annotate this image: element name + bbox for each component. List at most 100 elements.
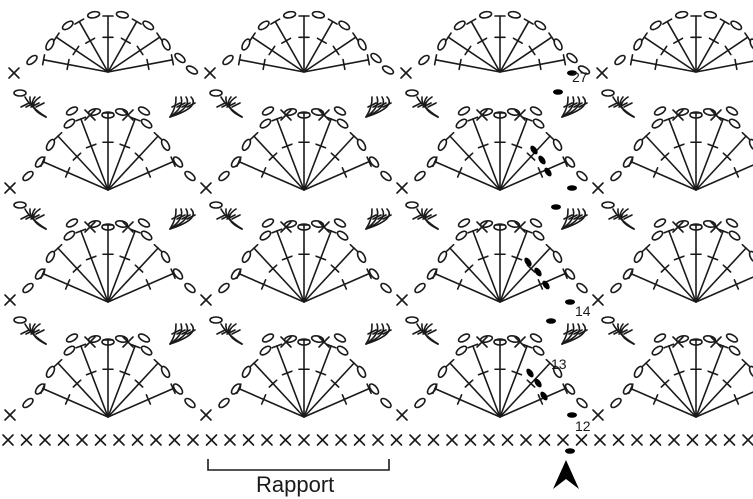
- chain-symbol: [529, 333, 543, 343]
- single-crochet-symbol: [335, 434, 347, 446]
- chain-symbol: [218, 282, 230, 294]
- stitch-bar: [526, 264, 536, 273]
- chain-symbol: [529, 218, 543, 228]
- stitch-bar: [526, 379, 536, 388]
- treble-crochet-symbol: [434, 387, 501, 418]
- treble-crochet-symbol: [499, 362, 551, 418]
- chain-symbol: [437, 250, 448, 264]
- stitch-bar: [341, 167, 348, 178]
- stitch-bar: [330, 152, 340, 161]
- stitch-cap: [628, 156, 634, 168]
- single-crochet-symbol: [594, 434, 606, 446]
- treble-crochet-symbol: [78, 20, 109, 73]
- stitch-bar: [456, 279, 463, 290]
- treble-crochet-symbol: [107, 135, 159, 191]
- stitch-bar: [464, 379, 474, 388]
- treble-crochet-symbol: [253, 362, 305, 418]
- stitch-bar: [64, 167, 71, 178]
- stitch-bar: [268, 264, 278, 273]
- stitch-bar: [652, 167, 659, 178]
- stitch-bar: [171, 329, 181, 335]
- stitch-cap: [562, 156, 568, 168]
- stitch-bar: [332, 45, 340, 56]
- chain-symbol: [257, 20, 270, 31]
- chain-symbol: [529, 106, 543, 116]
- single-crochet-symbol: [557, 434, 569, 446]
- stitch-bar: [464, 45, 472, 56]
- cluster-stitch-symbol: [365, 323, 391, 345]
- single-crochet-symbol: [483, 434, 495, 446]
- treble-crochet-symbol: [107, 387, 174, 418]
- chain-symbol: [261, 106, 275, 116]
- stitch-bar: [382, 214, 392, 220]
- chain-symbol: [633, 38, 643, 51]
- stitch-bar: [412, 214, 422, 220]
- chain-symbol: [13, 316, 27, 324]
- chain-markers: [524, 70, 577, 454]
- chain-symbol: [674, 10, 689, 19]
- single-crochet-symbol: [672, 221, 684, 233]
- stitch-bar: [119, 143, 131, 149]
- single-crochet-symbol: [4, 409, 16, 421]
- chain-symbol: [437, 138, 448, 152]
- treble-crochet-symbol: [57, 135, 109, 191]
- stitch-cap: [719, 18, 730, 25]
- treble-crochet-symbol: [253, 135, 305, 191]
- stitch-cap: [53, 243, 63, 253]
- stitch-cap: [153, 131, 163, 141]
- single-crochet-symbol: [280, 336, 292, 348]
- chain-symbol: [65, 106, 79, 116]
- treble-crochet-symbol: [238, 387, 305, 418]
- treble-crochet-symbol: [303, 58, 370, 73]
- single-crochet-symbol: [464, 434, 477, 446]
- treble-crochet-symbol: [303, 345, 332, 418]
- chain-symbol: [160, 138, 171, 152]
- chain-symbol: [261, 333, 275, 343]
- stitch-bar: [171, 214, 181, 220]
- treble-crochet-symbol: [645, 362, 697, 418]
- stitch-bar: [281, 255, 293, 261]
- arrow-up-icon: [553, 460, 579, 489]
- chain-symbol: [297, 338, 311, 346]
- single-crochet-symbol: [705, 434, 717, 446]
- stitch-bar: [85, 37, 96, 45]
- stitch-cap: [545, 243, 555, 253]
- chain-symbol: [209, 89, 223, 97]
- stitch-cap: [467, 228, 479, 234]
- chain-symbol: [576, 282, 588, 294]
- stitch-bar: [660, 152, 670, 161]
- stitch-bar: [260, 167, 267, 178]
- single-crochet-symbol: [168, 434, 181, 446]
- single-crochet-symbol: [668, 434, 680, 446]
- chain-symbol: [45, 250, 56, 264]
- chain-symbol: [259, 345, 272, 356]
- stitch-bar: [281, 37, 292, 45]
- treble-crochet-symbol: [107, 118, 136, 191]
- chain-symbol: [566, 52, 578, 64]
- stitch-bar: [64, 394, 71, 405]
- stitch-bar: [578, 329, 588, 335]
- stitch-bar: [72, 45, 80, 56]
- treble-crochet-symbol: [470, 20, 501, 73]
- stitch-bar: [608, 214, 618, 220]
- treble-crochet-symbol: [499, 118, 528, 191]
- chain-symbol: [453, 20, 466, 31]
- chain-symbol: [137, 218, 151, 228]
- stitch-bar: [216, 329, 226, 335]
- stitch-cap: [521, 228, 533, 234]
- treble-crochet-symbol: [695, 20, 726, 73]
- single-crochet-symbol: [446, 434, 458, 446]
- cluster-stitch-symbol: [612, 208, 635, 230]
- chain-symbol: [437, 38, 447, 51]
- stitch-cap: [53, 131, 63, 141]
- stitch-bar: [181, 214, 191, 220]
- stitch-bar: [66, 58, 70, 71]
- cluster-stitch-symbol: [561, 323, 587, 345]
- stitch-bar: [145, 167, 152, 178]
- single-crochet-symbol: [672, 109, 684, 121]
- chain-marker: [538, 155, 546, 165]
- chain-symbol: [405, 201, 419, 209]
- stitch-cap: [445, 358, 455, 368]
- treble-crochet-symbol: [449, 135, 501, 191]
- treble-crochet-symbol: [80, 345, 109, 418]
